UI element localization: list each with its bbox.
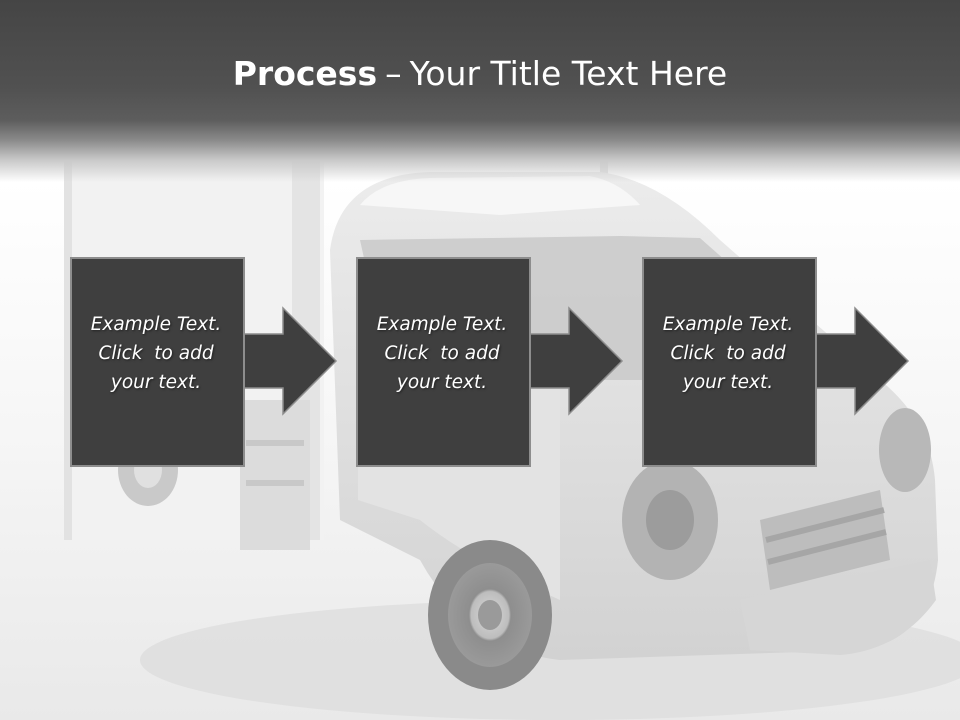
- step-text-line: Click to add: [670, 343, 786, 364]
- title-dash: –: [385, 54, 402, 93]
- slide-title[interactable]: Process–Your Title Text Here: [0, 50, 960, 98]
- process-step-2[interactable]: Example Text. Click to add your text.: [356, 257, 702, 469]
- step-text-line: Click to add: [384, 343, 500, 364]
- step-text-line: your text.: [682, 372, 774, 393]
- step-box: [356, 257, 531, 467]
- step-text-line: Example Text.: [90, 314, 222, 335]
- step-text: Example Text. Click to add your text.: [356, 310, 528, 397]
- right-arrow-icon: [814, 306, 910, 416]
- step-text: Example Text. Click to add your text.: [642, 310, 814, 397]
- step-text-line: Example Text.: [376, 314, 508, 335]
- right-arrow-icon: [242, 306, 338, 416]
- process-step-1[interactable]: Example Text. Click to add your text.: [70, 257, 416, 469]
- step-text: Example Text. Click to add your text.: [70, 310, 242, 397]
- title-band: [0, 0, 960, 182]
- step-text-line: your text.: [110, 372, 202, 393]
- step-box: [642, 257, 817, 467]
- process-step-3[interactable]: Example Text. Click to add your text.: [642, 257, 960, 469]
- title-strong: Process: [232, 54, 378, 93]
- title-rest: Your Title Text Here: [409, 54, 728, 93]
- step-text-line: your text.: [396, 372, 488, 393]
- step-box: [70, 257, 245, 467]
- step-text-line: Click to add: [98, 343, 214, 364]
- step-text-line: Example Text.: [662, 314, 794, 335]
- right-arrow-icon: [528, 306, 624, 416]
